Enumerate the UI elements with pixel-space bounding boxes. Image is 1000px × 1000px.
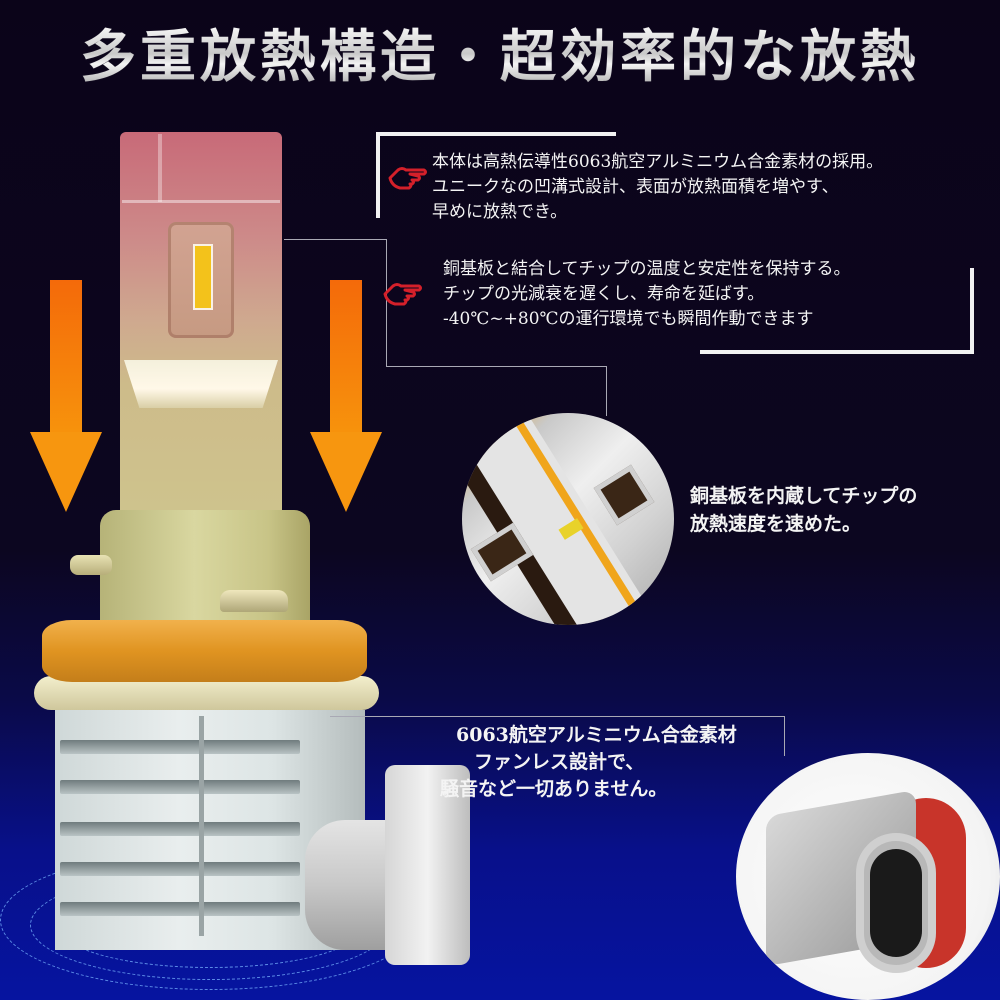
bulb-cap-line	[122, 200, 280, 203]
leader-line	[330, 716, 785, 717]
heat-arrow-left-icon	[30, 280, 102, 512]
led-chip	[193, 244, 213, 310]
callout-line: ユニークなの凹溝式設計、表面が放熱面積を増やす、	[432, 177, 839, 197]
callout-line: 銅基板と結合してチップの温度と安定性を保持する。	[443, 259, 851, 279]
leader-line	[386, 366, 606, 367]
leader-line	[784, 716, 785, 756]
leader-line	[606, 366, 607, 416]
bulb-tab-left	[70, 555, 112, 575]
heatsink-fin	[60, 902, 300, 916]
callout-line: 放熱速度を速めた。	[690, 513, 862, 535]
heatsink-fin	[60, 740, 300, 754]
callout-line: 騒音など一切ありません。	[440, 778, 668, 800]
callout-body-material: 本体は高熱伝導性6063航空アルミニウム合金素材の採用。 ユニークなの凹溝式設計…	[432, 150, 883, 225]
callout-internal-copper: 銅基板を内蔵してチップの 放熱速度を速めた。	[690, 482, 917, 538]
bulb-heat-body	[120, 132, 282, 552]
heatsink-fin	[60, 780, 300, 794]
callout-line: チップの光減衰を遅くし、寿命を延ばす。	[443, 284, 765, 304]
callout-frame	[376, 132, 380, 218]
callout-line: -40℃~+80℃の運行環境でも瞬間作動できます	[443, 309, 814, 329]
callout-frame	[376, 132, 616, 136]
callout-fanless: 6063航空アルミニウム合金素材 ファンレス設計で、 騒音など一切ありません。	[440, 722, 737, 803]
callout-frame	[700, 350, 974, 354]
pointing-hand-icon	[383, 283, 422, 306]
copper-board-closeup-image	[462, 413, 674, 625]
leader-line	[284, 239, 386, 240]
bulb-orange-ring	[42, 620, 367, 682]
callout-line: 6063航空アルミニウム合金素材	[456, 724, 737, 746]
pointing-hand-icon	[388, 167, 427, 190]
leader-line	[386, 239, 387, 366]
callout-line: 本体は高熱伝導性6063航空アルミニウム合金素材の採用。	[432, 152, 884, 172]
connector-closeup-image	[736, 753, 1000, 1000]
page-title: 多重放熱構造・超効率的な放熱	[0, 22, 1000, 92]
heatsink-fin	[60, 862, 300, 876]
heatsink-fin	[60, 822, 300, 836]
heat-arrow-right-icon	[310, 280, 382, 512]
callout-copper-board: 銅基板と結合してチップの温度と安定性を保持する。 チップの光減衰を遅くし、寿命を…	[443, 257, 851, 332]
callout-line: ファンレス設計で、	[474, 751, 645, 773]
bulb-connector-cap	[385, 765, 470, 965]
callout-line: 銅基板を内蔵してチップの	[690, 485, 918, 507]
bulb-tab-right	[220, 590, 288, 612]
bulb-reflector	[124, 360, 278, 408]
callout-frame	[970, 268, 974, 354]
bulb-groove	[158, 134, 162, 202]
callout-line: 早めに放熱でき。	[432, 202, 568, 222]
heatsink-divider	[199, 716, 204, 936]
